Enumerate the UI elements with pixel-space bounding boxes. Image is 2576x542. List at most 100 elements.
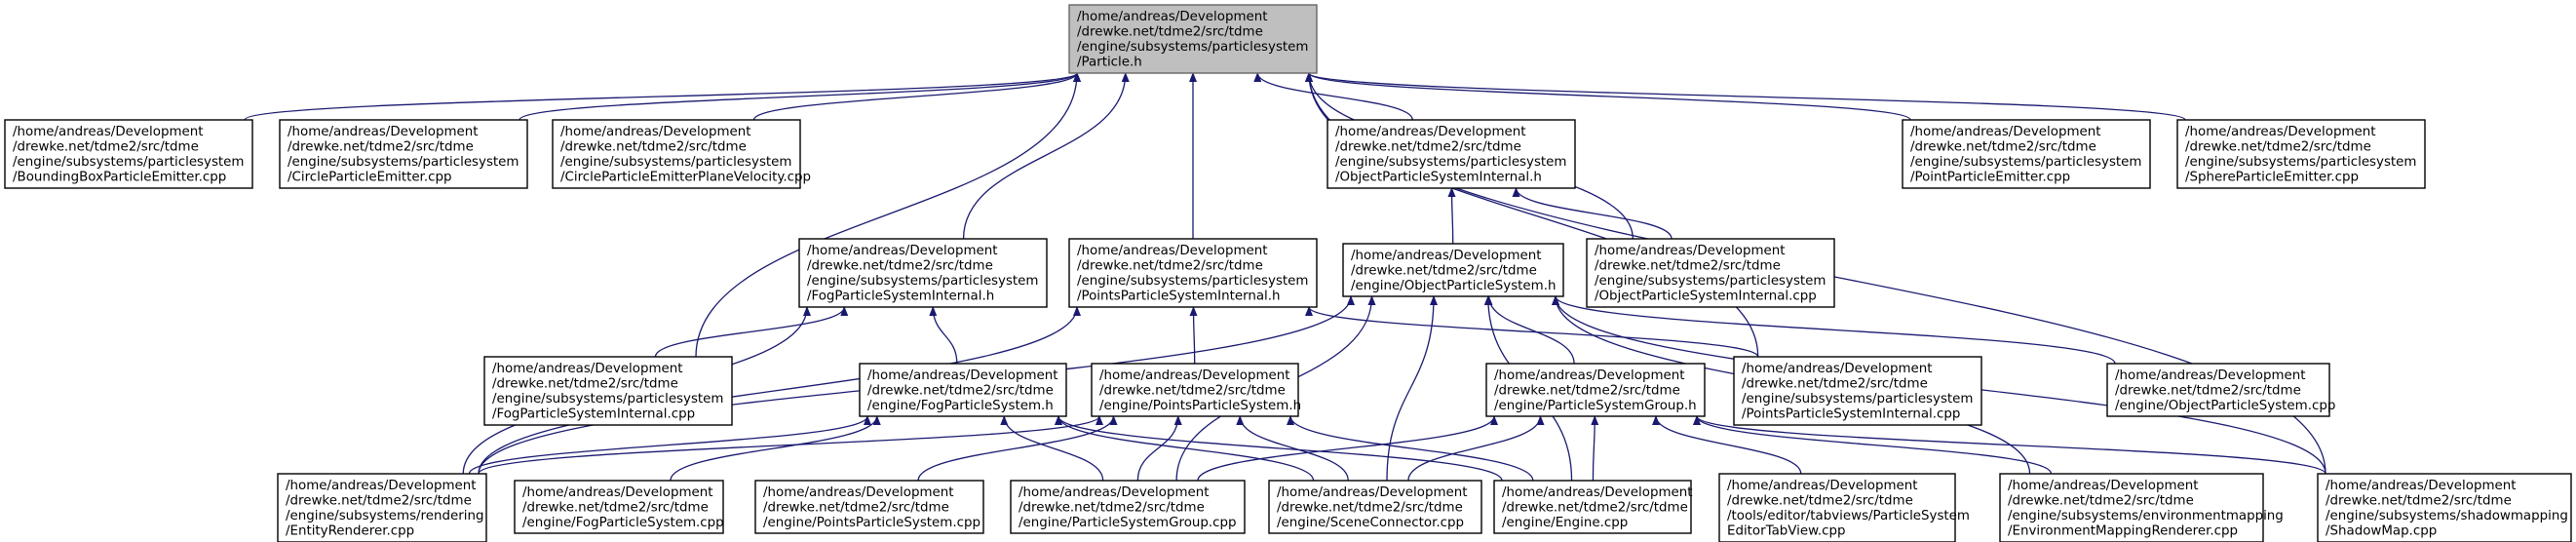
node-label-line: /Particle.h — [1077, 56, 1142, 70]
edge-scene_connector-to-points_ps_h — [1236, 415, 1349, 482]
node-points-ps-internal-h[interactable]: /home/andreas/Development/drewke.net/tdm… — [1068, 238, 1318, 308]
edge-scene_connector-to-ps_group_h — [1407, 415, 1545, 482]
node-ps-group-cpp[interactable]: /home/andreas/Development/drewke.net/tdm… — [1010, 480, 1246, 534]
node-box — [1999, 473, 2264, 542]
edge-fog_ps_internal_cpp-to-particle_h — [695, 72, 1081, 358]
node-label-line: /drewke.net/tdme2/src/tdme — [807, 259, 993, 274]
edge-object_ps_cpp-to-object_ps_h — [1552, 295, 2116, 365]
node-label-line: /engine/subsystems/particlesystem — [2185, 155, 2416, 170]
edge-env_mapping_renderer-to-ps_group_h — [1693, 415, 2053, 475]
node-label-line: /PointsParticleSystemInternal.cpp — [1742, 407, 1960, 422]
node-label-line: /drewke.net/tdme2/src/tdme — [2326, 494, 2512, 509]
node-env-mapping-renderer[interactable]: /home/andreas/Development/drewke.net/tdm… — [1999, 473, 2284, 542]
edge-object_ps_h-to-obj_ps_internal_h — [1447, 187, 1456, 245]
node-box — [1342, 243, 1564, 297]
node-label-line: /engine/subsystems/particlesystem — [1077, 274, 1308, 289]
node-label-line: /SphereParticleEmitter.cpp — [2185, 171, 2359, 185]
node-points-ps-internal-cpp[interactable]: /home/andreas/Development/drewke.net/tdm… — [1733, 356, 1982, 426]
node-label-line: /home/andreas/Development — [1727, 479, 1917, 493]
node-label-line: /engine/subsystems/particlesystem — [1077, 40, 1308, 55]
node-label-line: /ObjectParticleSystemInternal.cpp — [1595, 290, 1817, 304]
node-label-line: /home/andreas/Development — [2326, 479, 2516, 493]
node-label-line: /home/andreas/Development — [288, 125, 478, 139]
node-engine-cpp[interactable]: /home/andreas/Development/drewke.net/tdm… — [1493, 480, 1692, 534]
node-label-line: /home/andreas/Development — [1494, 368, 1684, 383]
node-label-line: /drewke.net/tdme2/src/tdme — [1335, 140, 1521, 155]
node-object-ps-h[interactable]: /home/andreas/Development/drewke.net/tdm… — [1342, 243, 1564, 297]
node-fog-ps-cpp[interactable]: /home/andreas/Development/drewke.net/tdm… — [514, 480, 724, 534]
edge-circle_plane_emitter-to-particle_h — [752, 72, 1081, 121]
node-label-line: /CircleParticleEmitter.cpp — [288, 171, 451, 185]
node-box — [1485, 363, 1706, 417]
node-box — [1586, 238, 1835, 308]
node-label-line: /home/andreas/Development — [763, 485, 953, 500]
edge-engine_cpp-to-points_ps_h — [1287, 415, 1534, 482]
node-label-line: /engine/PointsParticleSystem.h — [1099, 399, 1301, 413]
node-label-line: /engine/subsystems/particlesystem — [560, 155, 791, 170]
node-fog-ps-h[interactable]: /home/andreas/Development/drewke.net/tdm… — [859, 363, 1067, 417]
node-box — [514, 480, 724, 534]
edge-bbox_emitter-to-particle_h — [244, 72, 1081, 121]
node-box — [1068, 4, 1318, 74]
node-box — [2106, 363, 2330, 417]
node-label-line: /drewke.net/tdme2/src/tdme — [2115, 383, 2301, 398]
node-label-line: /home/andreas/Development — [1910, 125, 2100, 139]
node-label-line: /home/andreas/Development — [560, 125, 750, 139]
node-particle-h[interactable]: /home/andreas/Development/drewke.net/tdm… — [1068, 4, 1318, 74]
node-point-emitter[interactable]: /home/andreas/Development/drewke.net/tdm… — [1902, 119, 2151, 189]
node-label-line: /home/andreas/Development — [2115, 368, 2305, 383]
node-label-line: /engine/subsystems/rendering — [286, 509, 483, 523]
node-box — [279, 119, 528, 189]
nodes-layer: /home/andreas/Development/drewke.net/tdm… — [4, 4, 2572, 542]
node-ps-editor-tabview[interactable]: /home/andreas/Development/drewke.net/tdm… — [1718, 473, 1970, 542]
node-circle-emitter[interactable]: /home/andreas/Development/drewke.net/tdm… — [279, 119, 528, 189]
node-label-line: /engine/subsystems/particlesystem — [288, 155, 519, 170]
node-label-line: /home/andreas/Development — [867, 368, 1057, 383]
node-label-line: /drewke.net/tdme2/src/tdme — [2008, 494, 2194, 509]
node-object-ps-cpp[interactable]: /home/andreas/Development/drewke.net/tdm… — [2106, 363, 2335, 417]
node-label-line: /home/andreas/Development — [1099, 368, 1289, 383]
node-label-line: /drewke.net/tdme2/src/tdme — [286, 494, 472, 509]
node-points-ps-cpp[interactable]: /home/andreas/Development/drewke.net/tdm… — [754, 480, 984, 534]
node-label-line: /drewke.net/tdme2/src/tdme — [763, 500, 949, 515]
node-label-line: /PointsParticleSystemInternal.h — [1077, 290, 1281, 304]
node-box — [1326, 119, 1576, 189]
node-label-line: /home/andreas/Development — [1277, 485, 1467, 500]
node-label-line: /engine/ObjectParticleSystem.h — [1351, 279, 1556, 293]
node-obj-ps-internal-cpp[interactable]: /home/andreas/Development/drewke.net/tdm… — [1586, 238, 1835, 308]
node-label-line: /drewke.net/tdme2/src/tdme — [1351, 263, 1537, 278]
node-box — [798, 238, 1048, 308]
node-label-line: /engine/Engine.cpp — [1502, 516, 1628, 530]
node-entity-renderer[interactable]: /home/andreas/Development/drewke.net/tdm… — [277, 473, 487, 542]
node-circle-plane-emitter[interactable]: /home/andreas/Development/drewke.net/tdm… — [552, 119, 811, 189]
node-label-line: /EntityRenderer.cpp — [286, 524, 414, 539]
node-obj-ps-internal-h[interactable]: /home/andreas/Development/drewke.net/tdm… — [1326, 119, 1576, 189]
node-label-line: /engine/FogParticleSystem.h — [867, 399, 1054, 413]
node-shadow-map[interactable]: /home/andreas/Development/drewke.net/tdm… — [2317, 473, 2572, 542]
node-label-line: /home/andreas/Development — [286, 479, 476, 493]
edge-ps_group_cpp-to-points_ps_h — [1136, 415, 1182, 482]
edge-sphere_emitter-to-particle_h — [1305, 72, 2186, 121]
node-sphere-emitter[interactable]: /home/andreas/Development/drewke.net/tdm… — [2176, 119, 2426, 189]
edge-entity_renderer-to-fog_ps_h — [468, 415, 871, 475]
edge-engine_cpp-to-ps_group_h — [1591, 415, 1599, 482]
node-bbox-emitter[interactable]: /home/andreas/Development/drewke.net/tdm… — [4, 119, 253, 189]
node-label-line: /ObjectParticleSystemInternal.h — [1335, 171, 1542, 185]
edge-ps_group_cpp-to-fog_ps_h — [1000, 415, 1104, 482]
node-label-line: /tools/editor/tabviews/ParticleSystem — [1727, 509, 1970, 523]
node-fog-ps-internal-h[interactable]: /home/andreas/Development/drewke.net/tdm… — [798, 238, 1048, 308]
node-points-ps-h[interactable]: /home/andreas/Development/drewke.net/tdm… — [1091, 363, 1301, 417]
edge-scene_connector-to-object_ps_h — [1386, 295, 1438, 482]
node-fog-ps-internal-cpp[interactable]: /home/andreas/Development/drewke.net/tdm… — [483, 356, 733, 426]
node-label-line: /drewke.net/tdme2/src/tdme — [1099, 383, 1286, 398]
node-label-line: /BoundingBoxParticleEmitter.cpp — [13, 171, 226, 185]
node-label-line: /drewke.net/tdme2/src/tdme — [13, 140, 199, 155]
node-label-line: /home/andreas/Development — [1502, 485, 1692, 500]
node-scene-connector[interactable]: /home/andreas/Development/drewke.net/tdm… — [1268, 480, 1482, 534]
node-label-line: /home/andreas/Development — [807, 244, 997, 258]
node-ps-group-h[interactable]: /home/andreas/Development/drewke.net/tdm… — [1485, 363, 1706, 417]
node-label-line: /drewke.net/tdme2/src/tdme — [560, 140, 747, 155]
node-label-line: /engine/PointsParticleSystem.cpp — [763, 516, 980, 530]
node-box — [1733, 356, 1982, 426]
node-label-line: /engine/ObjectParticleSystem.cpp — [2115, 399, 2335, 413]
